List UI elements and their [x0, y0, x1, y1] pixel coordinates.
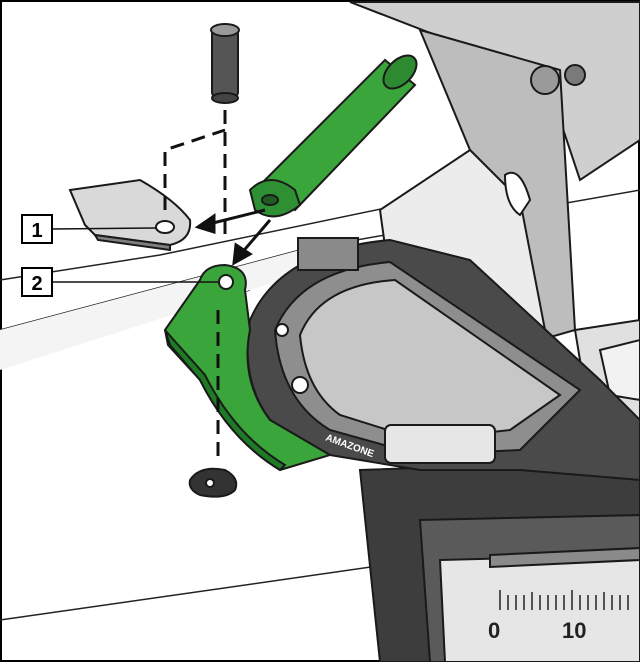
scale-label-0: 0: [488, 618, 500, 643]
disc-hole-left: [291, 376, 309, 394]
disc-lug: [297, 237, 359, 271]
lever-pin-hole: [218, 274, 234, 290]
hinge-hole: [155, 220, 175, 234]
disc-hole-top: [275, 323, 289, 337]
adjusting-disc: [246, 238, 640, 482]
scale-label-10: 10: [562, 618, 586, 643]
callout-2-label: 2: [31, 273, 42, 295]
callout-1: 1: [21, 214, 53, 244]
frame-slot: [503, 171, 532, 217]
assembly-path-lines: [163, 110, 227, 460]
green-shaft: [248, 54, 418, 218]
scale-ticks: [499, 590, 629, 610]
arrow-icon: [194, 208, 272, 266]
dial-housing: [358, 458, 640, 662]
disc-lock-block: [384, 424, 496, 464]
bolt-pin-icon: [210, 23, 240, 104]
callout-leaders: [51, 227, 218, 283]
callout-2: 2: [21, 267, 53, 297]
washer-icon: [188, 467, 238, 498]
callout-1-label: 1: [31, 220, 42, 242]
